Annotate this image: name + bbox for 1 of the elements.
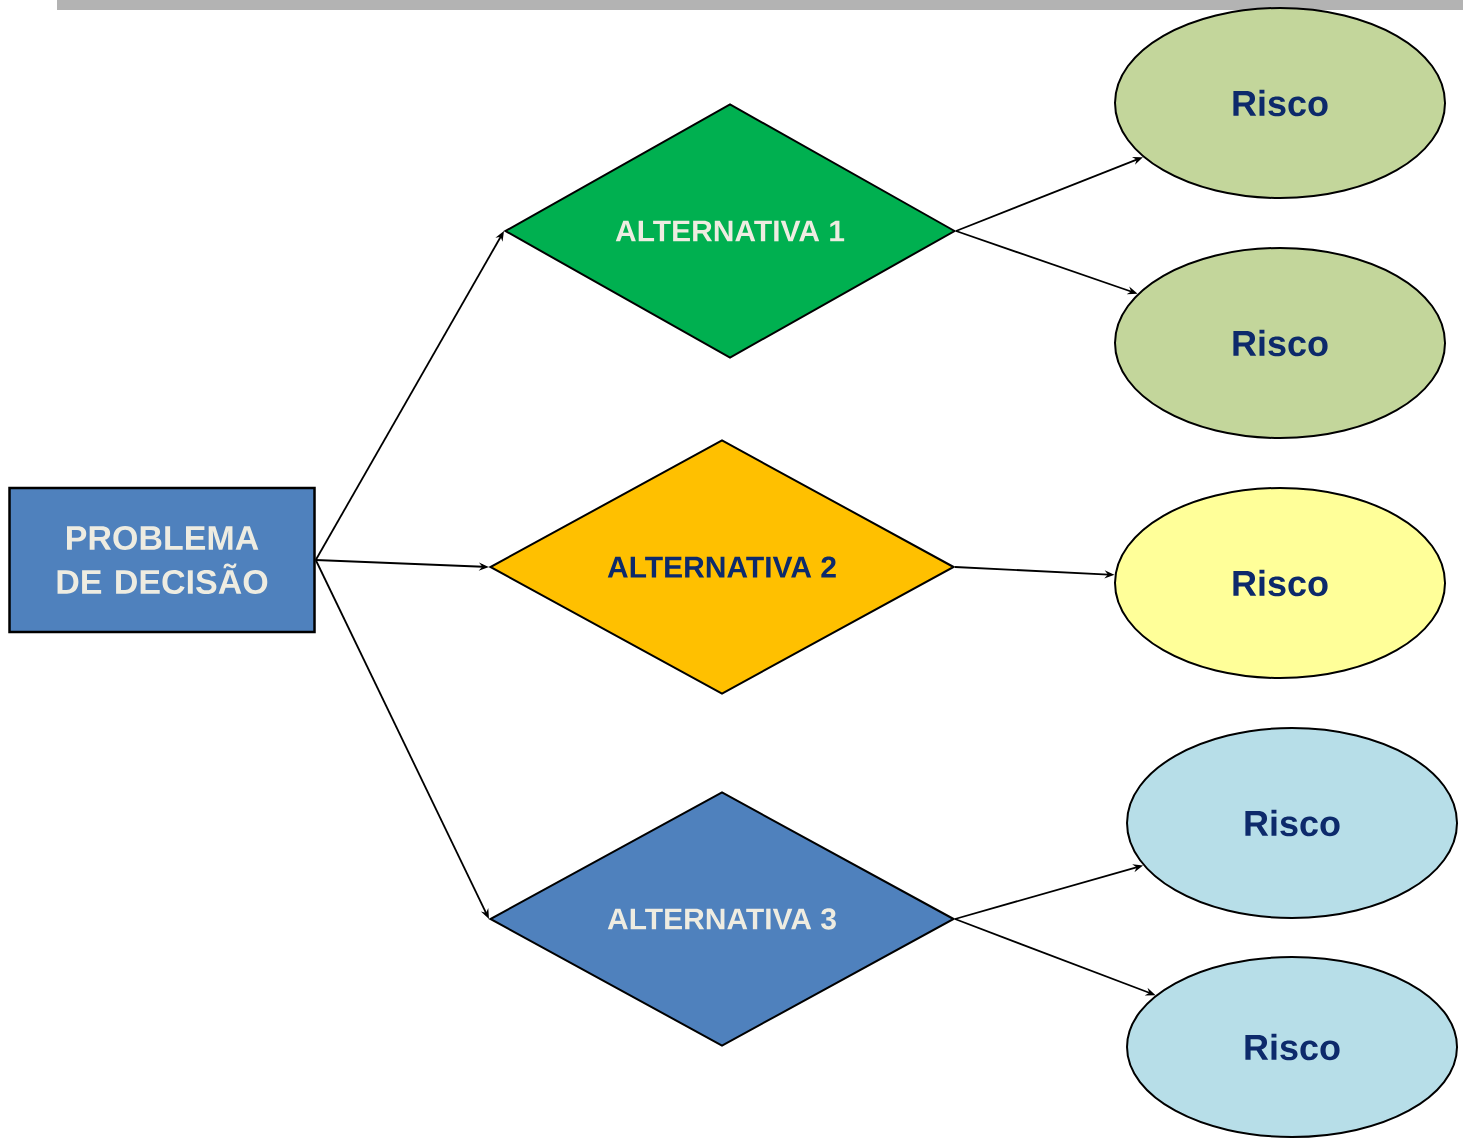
process-box: PROBLEMA DE DECISÃO	[8, 486, 316, 634]
